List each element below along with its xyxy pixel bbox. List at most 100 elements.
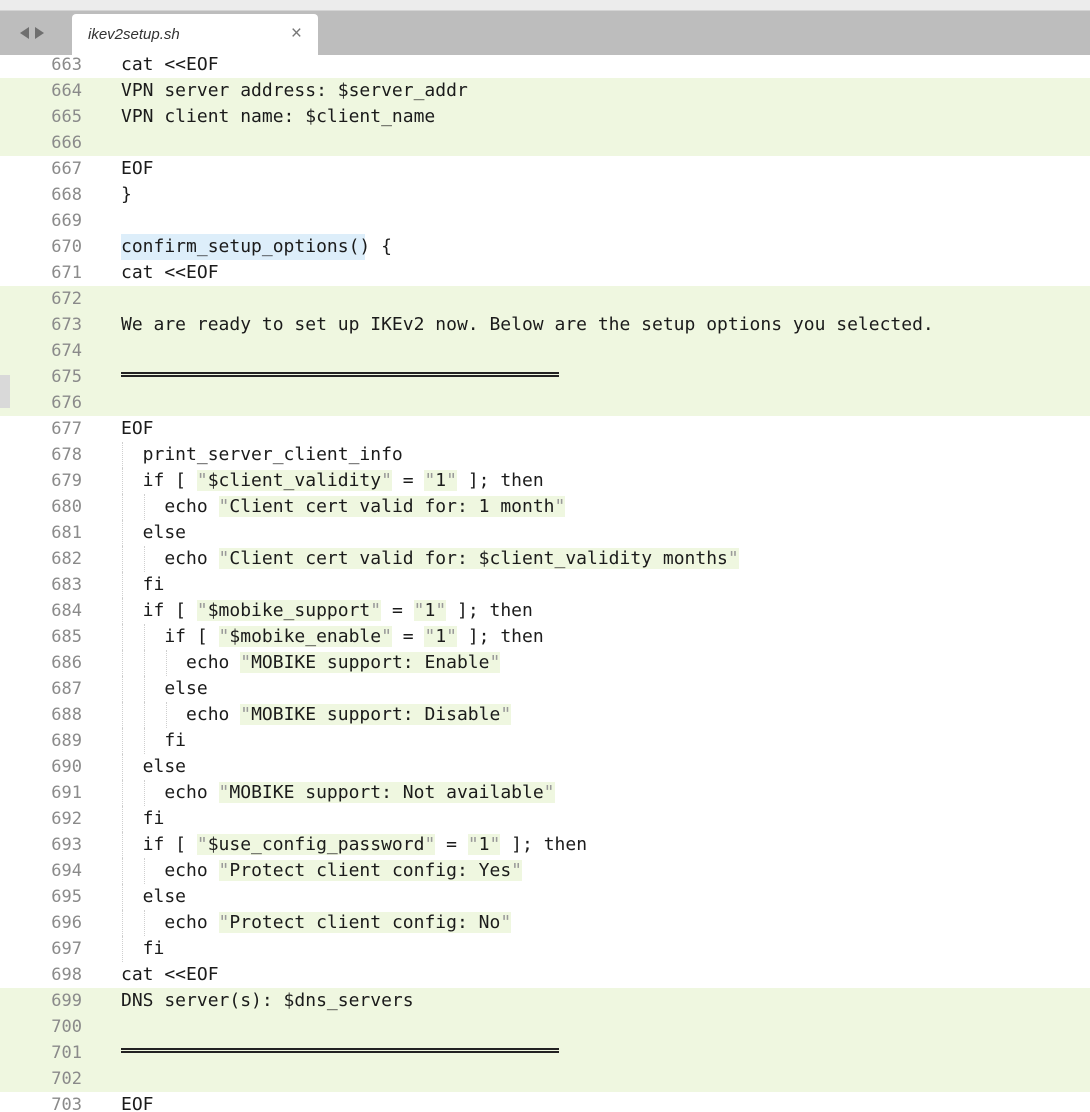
indent-guide	[166, 702, 167, 728]
line-number: 671	[51, 263, 82, 283]
code-line[interactable]: 680 echo "Client cert valid for: 1 month…	[0, 494, 1090, 520]
code-line[interactable]: 692 fi	[0, 806, 1090, 832]
gutter-scroll-marker[interactable]	[0, 375, 10, 408]
code-line[interactable]: 675══════════════════════════════════	[0, 364, 1090, 390]
line-code: if [ "$use_config_password" = "1" ]; the…	[121, 834, 588, 855]
tab-navigation	[20, 11, 44, 55]
line-code: ══════════════════════════════════	[121, 1040, 559, 1066]
line-code: VPN server address: $server_addr	[121, 80, 468, 101]
line-number: 688	[51, 705, 82, 725]
code-line[interactable]: 669	[0, 208, 1090, 234]
line-code: else	[121, 756, 187, 777]
indent-guide	[122, 884, 123, 910]
line-code: if [ "$mobike_enable" = "1" ]; then	[121, 626, 544, 647]
code-line[interactable]: 681 else	[0, 520, 1090, 546]
line-number: 683	[51, 575, 82, 595]
line-number: 666	[51, 133, 82, 153]
code-line[interactable]: 693 if [ "$use_config_password" = "1" ];…	[0, 832, 1090, 858]
code-line[interactable]: 683 fi	[0, 572, 1090, 598]
code-line[interactable]: 678 print_server_client_info	[0, 442, 1090, 468]
code-line[interactable]: 697 fi	[0, 936, 1090, 962]
code-line[interactable]: 701 ══════════════════════════════════	[0, 1040, 1090, 1066]
code-line[interactable]: 700	[0, 1014, 1090, 1040]
line-code: cat <<EOF	[121, 964, 219, 985]
indent-guide	[122, 572, 123, 598]
indent-guide	[144, 728, 145, 754]
double-rule	[121, 372, 559, 377]
line-number: 700	[51, 1017, 82, 1037]
indent-guide	[144, 546, 145, 572]
line-number: 695	[51, 887, 82, 907]
code-line[interactable]: 689 fi	[0, 728, 1090, 754]
indent-guide	[144, 624, 145, 650]
line-code: echo "MOBIKE support: Enable"	[121, 652, 501, 673]
code-line[interactable]: 672	[0, 286, 1090, 312]
code-line[interactable]: 694 echo "Protect client config: Yes"	[0, 858, 1090, 884]
line-number: 690	[51, 757, 82, 777]
line-code: else	[121, 886, 187, 907]
line-code: DNS server(s): $dns_servers	[121, 990, 414, 1011]
previous-tab-arrow-icon[interactable]	[20, 27, 29, 39]
line-number: 678	[51, 445, 82, 465]
line-number: 701	[51, 1043, 82, 1063]
line-code: echo "Client cert valid for: 1 month"	[121, 496, 566, 517]
code-line[interactable]: 685 if [ "$mobike_enable" = "1" ]; then	[0, 624, 1090, 650]
code-line[interactable]: 691 echo "MOBIKE support: Not available"	[0, 780, 1090, 806]
next-tab-arrow-icon[interactable]	[35, 27, 44, 39]
code-line[interactable]: 702	[0, 1066, 1090, 1092]
code-line[interactable]: 679 if [ "$client_validity" = "1" ]; the…	[0, 468, 1090, 494]
indent-guide	[122, 676, 123, 702]
code-line[interactable]: 668}	[0, 182, 1090, 208]
indent-guide	[122, 910, 123, 936]
tab-ikev2setup[interactable]: ikev2setup.sh ×	[72, 14, 318, 56]
indent-guide	[122, 624, 123, 650]
code-line[interactable]: 686 echo "MOBIKE support: Enable"	[0, 650, 1090, 676]
code-line[interactable]: 696 echo "Protect client config: No"	[0, 910, 1090, 936]
indent-guide	[144, 910, 145, 936]
indent-guide	[144, 702, 145, 728]
line-number: 677	[51, 419, 82, 439]
code-line[interactable]: 684 if [ "$mobike_support" = "1" ]; then	[0, 598, 1090, 624]
close-icon[interactable]: ×	[290, 23, 302, 44]
code-line[interactable]: 674	[0, 338, 1090, 364]
code-line[interactable]: 676	[0, 390, 1090, 416]
indent-guide	[122, 468, 123, 494]
line-code: fi	[121, 938, 165, 959]
line-number: 693	[51, 835, 82, 855]
code-line[interactable]: 695 else	[0, 884, 1090, 910]
line-code: EOF	[121, 1094, 154, 1112]
code-line[interactable]: 688 echo "MOBIKE support: Disable"	[0, 702, 1090, 728]
line-number: 673	[51, 315, 82, 335]
line-number: 681	[51, 523, 82, 543]
code-line[interactable]: 687 else	[0, 676, 1090, 702]
code-line[interactable]: 666	[0, 130, 1090, 156]
line-code: else	[121, 678, 208, 699]
line-number: 676	[51, 393, 82, 413]
code-line[interactable]: 690 else	[0, 754, 1090, 780]
line-code: fi	[121, 808, 165, 829]
line-code: echo "MOBIKE support: Not available"	[121, 782, 555, 803]
indent-guide	[144, 494, 145, 520]
line-code: echo "Protect client config: Yes"	[121, 860, 522, 881]
line-number: 689	[51, 731, 82, 751]
line-number: 663	[51, 56, 82, 75]
line-number: 682	[51, 549, 82, 569]
code-line[interactable]: 682 echo "Client cert valid for: $client…	[0, 546, 1090, 572]
indent-guide	[122, 650, 123, 676]
line-number: 698	[51, 965, 82, 985]
line-number: 668	[51, 185, 82, 205]
code-line[interactable]: 698 cat <<EOF	[0, 962, 1090, 988]
line-code: EOF	[121, 158, 154, 179]
tab-label: ikev2setup.sh	[88, 26, 180, 43]
